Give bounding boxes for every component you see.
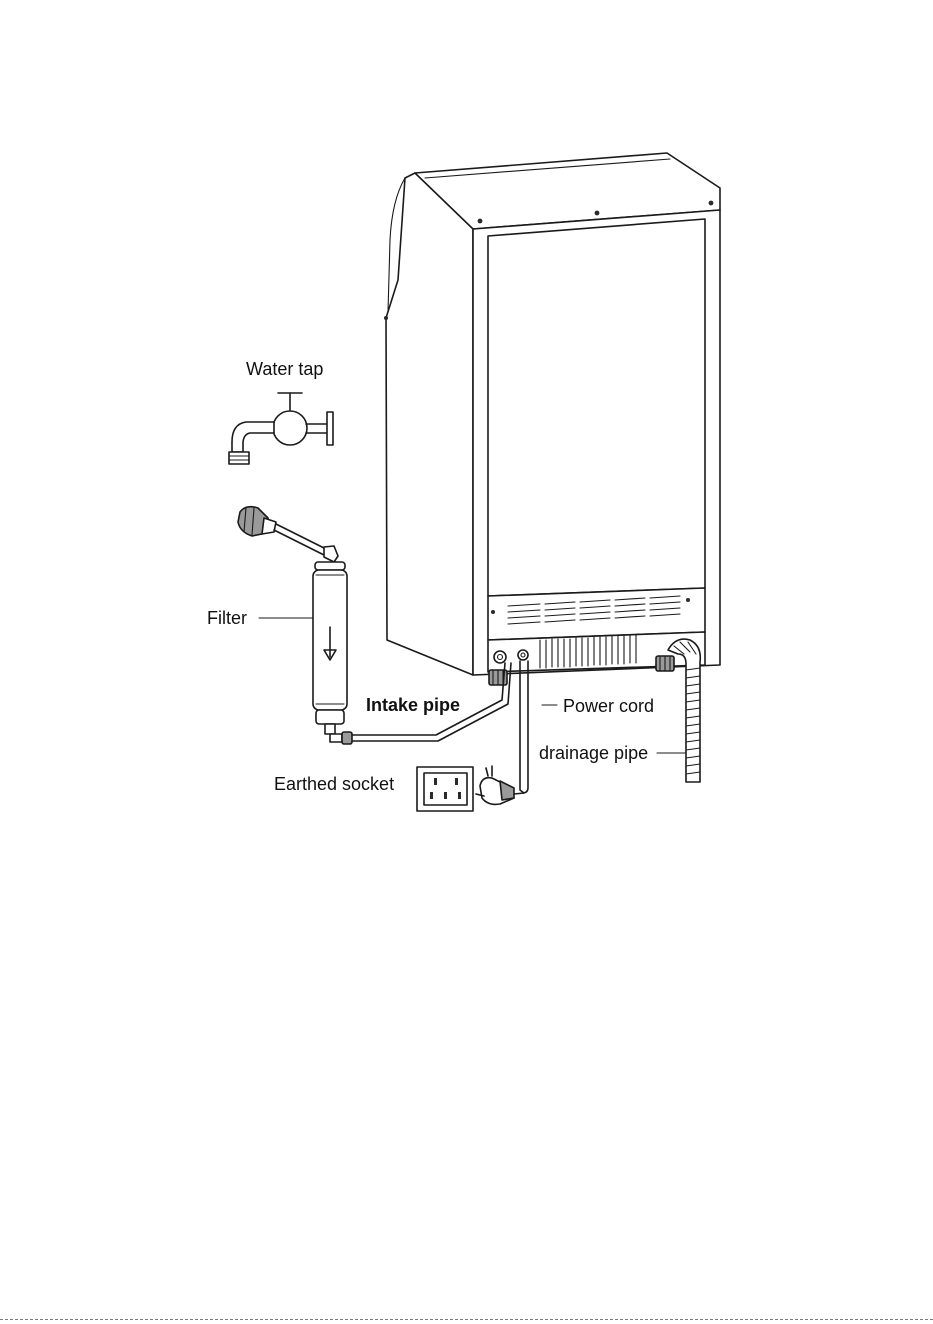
intake-pipe-label: Intake pipe <box>366 695 460 715</box>
plug <box>476 766 514 804</box>
ice-machine <box>384 153 720 685</box>
power-cord-label: Power cord <box>563 696 654 716</box>
water-tap <box>229 393 333 464</box>
page-bottom-edge <box>0 1319 933 1320</box>
filter-label: Filter <box>207 608 247 628</box>
power-cord-line <box>514 661 528 794</box>
water-tap-label: Water tap <box>246 359 323 379</box>
cabinet-side <box>386 173 473 675</box>
earthed-socket <box>417 767 473 811</box>
filter-assembly <box>238 507 352 744</box>
cabinet-back-panel <box>488 219 705 596</box>
drainage-pipe-label: drainage pipe <box>539 743 648 763</box>
earthed-socket-label: Earthed socket <box>274 774 394 794</box>
power-connector <box>518 650 528 660</box>
intake-connector <box>494 651 506 663</box>
